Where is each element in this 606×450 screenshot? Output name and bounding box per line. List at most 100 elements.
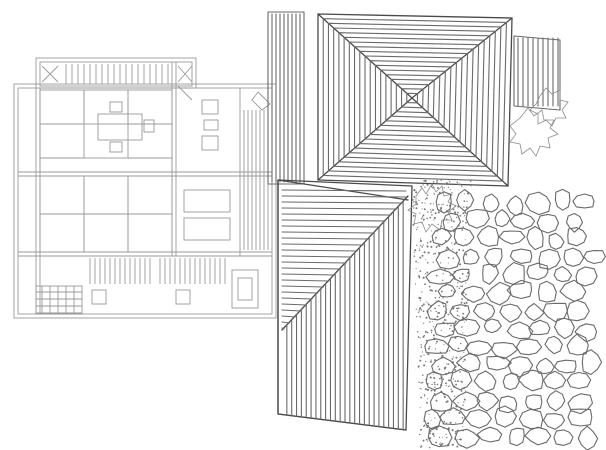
gravel-dot: [429, 321, 431, 323]
gravel-dot: [428, 446, 431, 449]
gravel-dot: [464, 239, 466, 241]
hip-roof-line: [322, 18, 507, 182]
gable-roof-line: [281, 315, 296, 318]
gravel-dot: [424, 330, 427, 333]
gravel-dot: [433, 435, 435, 437]
gravel-dot: [427, 440, 429, 442]
gravel-dot: [454, 368, 457, 371]
gravel-dot: [431, 320, 433, 322]
gravel-dot: [458, 183, 461, 186]
gravel-dot: [413, 207, 415, 209]
gravel-dot: [426, 261, 429, 264]
gravel-dot: [431, 214, 433, 216]
gravel-dot: [460, 380, 463, 383]
gravel-dot: [432, 209, 435, 211]
gravel-dot: [459, 285, 461, 287]
shrub: [407, 183, 457, 233]
garden-stone: [574, 323, 598, 343]
gravel-dot: [449, 327, 451, 330]
gravel-dot: [434, 212, 437, 215]
garden-stone: [548, 232, 565, 250]
gravel-dot: [462, 212, 465, 215]
garden-stone: [509, 212, 536, 230]
gravel-dot: [437, 312, 439, 314]
gravel-dot: [449, 385, 451, 387]
gravel-dot: [440, 207, 443, 210]
low-table: [97, 113, 143, 141]
gable-roof-line: [281, 297, 313, 300]
gravel-dot: [435, 428, 438, 431]
gravel-dot: [435, 236, 437, 239]
gravel-dot: [425, 198, 427, 200]
gravel-dot: [461, 416, 464, 419]
garden-stone: [506, 321, 534, 340]
gable-strip: [267, 11, 305, 185]
gravel-dot: [438, 203, 440, 206]
garden-stone: [554, 317, 575, 340]
gable-roof-line: [281, 201, 403, 204]
garden-stone: [473, 370, 497, 392]
gravel-dot: [420, 217, 423, 220]
gravel-dot: [438, 443, 441, 445]
corner-post: [41, 65, 59, 83]
gravel-dot: [421, 291, 423, 293]
gravel-dot: [447, 256, 450, 259]
garden-stone: [537, 280, 557, 303]
gravel-dot: [423, 334, 426, 337]
gravel-dot: [467, 299, 469, 302]
gravel-dot: [452, 248, 454, 250]
gravel-dot: [462, 249, 465, 252]
garden-stone: [502, 373, 520, 391]
gravel-dot: [423, 395, 426, 397]
gravel-dot: [437, 365, 439, 368]
garden-stone: [476, 225, 500, 247]
gravel-dot: [451, 443, 454, 446]
gravel-dot: [463, 401, 465, 403]
gravel-dot: [427, 398, 429, 400]
garden-stone: [465, 340, 493, 356]
garden-stone: [567, 393, 594, 415]
gravel-dot: [465, 221, 467, 224]
gravel-dot: [426, 245, 429, 248]
gravel-dot: [446, 204, 448, 207]
gravel-dot: [426, 388, 429, 391]
gravel-dot: [445, 385, 447, 387]
gravel-dot: [423, 364, 426, 367]
gravel-dot: [425, 438, 428, 441]
gravel-dot: [448, 180, 450, 182]
garden-stone: [565, 212, 584, 233]
gable-roof: [277, 179, 413, 431]
gravel-dot: [426, 402, 428, 405]
corner-post: [177, 85, 193, 101]
gravel-dot: [442, 297, 444, 299]
gravel-dot: [463, 398, 466, 401]
gable-roof-line: [281, 237, 370, 240]
gravel-dot: [416, 226, 418, 228]
tatami-mat: [127, 175, 173, 215]
gravel-dot: [465, 301, 468, 304]
gravel-dot: [424, 388, 427, 391]
gravel-dot: [424, 393, 426, 395]
gravel-dot: [416, 331, 419, 333]
gravel-dot: [421, 208, 423, 210]
garden-stone: [518, 369, 544, 392]
gravel-dot: [422, 310, 425, 313]
gravel-dot: [462, 425, 464, 428]
hip-roof-line: [348, 41, 480, 158]
gravel-dot: [431, 187, 434, 189]
grid-room-lines: [36, 286, 82, 314]
garden-stone: [577, 425, 599, 450]
gravel-dot: [413, 189, 416, 192]
gravel-dot: [418, 381, 420, 383]
gravel-dot: [427, 422, 430, 425]
plan-bath: [231, 269, 259, 309]
gravel-dot: [426, 426, 429, 429]
gravel-dot: [436, 187, 439, 189]
gravel-dot: [434, 417, 436, 419]
gravel-dot: [439, 262, 442, 264]
garden-stone: [566, 299, 590, 322]
garden-stone: [554, 188, 571, 211]
gravel-dot: [431, 289, 433, 292]
garden-stone: [525, 394, 543, 411]
gravel-dot: [422, 216, 424, 218]
